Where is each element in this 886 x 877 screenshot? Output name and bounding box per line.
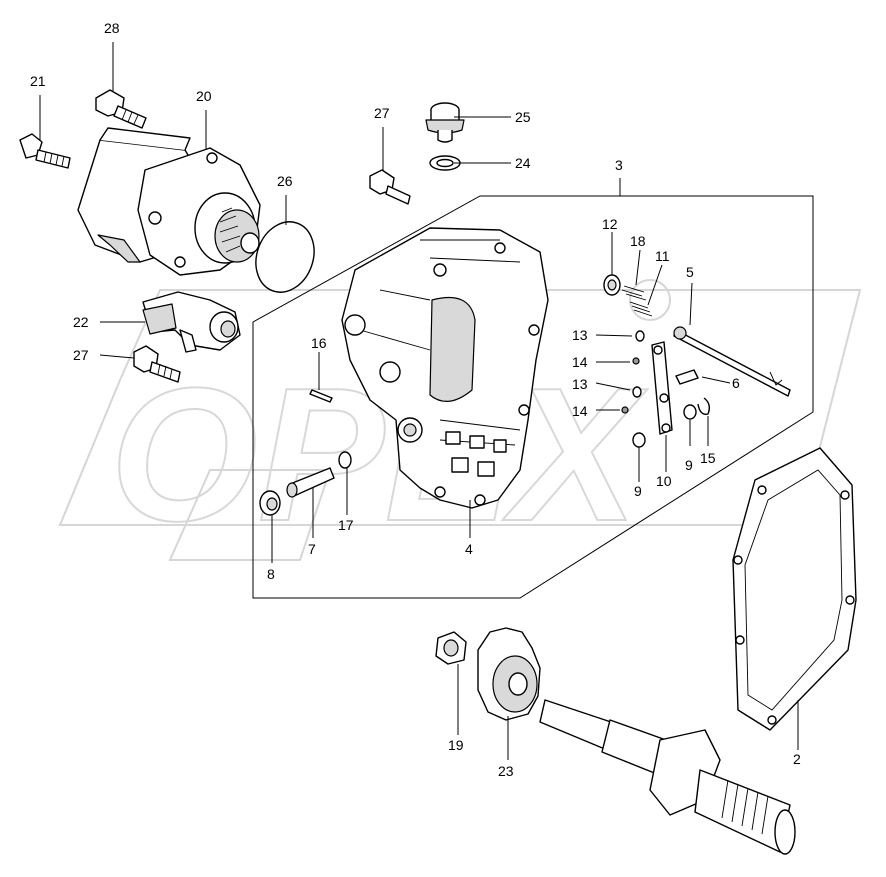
callout-16: 16 [311, 335, 327, 351]
spring-part-11 [629, 301, 653, 317]
pin-part-6 [675, 369, 699, 385]
callout-5: 5 [686, 264, 694, 280]
washer-part-13-lower [632, 386, 642, 398]
oil-seal-part-8 [259, 490, 281, 516]
washer-part-9-right [683, 404, 697, 420]
drain-plug-part-25 [425, 102, 465, 143]
callout-15: 15 [700, 450, 716, 466]
callout-25: 25 [515, 109, 531, 125]
callout-22: 22 [73, 314, 89, 330]
callout-9-left: 9 [634, 483, 642, 499]
flange-bolt-part-27-lower [133, 345, 181, 383]
stud-bolt-part-21 [19, 133, 71, 169]
callout-8: 8 [267, 566, 275, 582]
output-shaft-assembly [539, 699, 796, 855]
callout-4: 4 [465, 541, 473, 557]
o-ring-part-26 [255, 221, 315, 293]
callout-3: 3 [615, 157, 623, 173]
callout-14-upper: 14 [572, 354, 588, 370]
callout-9-right: 9 [685, 457, 693, 473]
callout-7: 7 [308, 541, 316, 557]
callout-27-lower: 27 [73, 347, 89, 363]
rod-part-5 [673, 326, 791, 397]
callout-19: 19 [448, 737, 464, 753]
callout-27-upper: 27 [374, 105, 390, 121]
callout-10: 10 [656, 473, 672, 489]
gear-part-23 [477, 627, 541, 721]
actuator-motor-part-20 [77, 127, 261, 276]
callout-26: 26 [277, 173, 293, 189]
callout-14-lower: 14 [572, 403, 588, 419]
shift-lever-part-10 [651, 341, 673, 435]
shaft-part-7 [286, 467, 335, 498]
clip-part-14-lower [621, 406, 629, 414]
flange-bolt-part-27-upper [369, 169, 411, 205]
pin-part-16 [309, 389, 333, 403]
sensor-part-22 [142, 291, 241, 353]
washer-part-13-upper [635, 330, 645, 342]
callout-2: 2 [793, 751, 801, 767]
shift-housing-part-4 [341, 227, 549, 509]
callout-13-upper: 13 [572, 327, 588, 343]
callout-21: 21 [30, 73, 46, 89]
o-ring-part-17 [338, 451, 352, 469]
callout-18: 18 [630, 233, 646, 249]
callout-13-lower: 13 [572, 376, 588, 392]
leader-lines [39, 42, 799, 760]
callout-23: 23 [498, 763, 514, 779]
callout-6: 6 [732, 375, 740, 391]
washer-part-9-left [632, 432, 646, 448]
callout-24: 24 [515, 155, 531, 171]
callout-20: 20 [196, 88, 212, 104]
assembly-frame-3 [252, 195, 814, 599]
nut-part-19 [435, 631, 467, 665]
e-clip-part-15 [697, 397, 711, 415]
callout-28: 28 [104, 20, 120, 36]
callout-12: 12 [602, 216, 618, 232]
callout-17: 17 [338, 517, 354, 533]
callout-labels: 21 28 20 26 27 25 24 3 12 18 11 5 13 14 … [30, 20, 801, 779]
flange-bolt-part-28 [95, 89, 147, 129]
collar-part-12 [603, 274, 621, 296]
clip-part-14-upper [632, 357, 640, 365]
gasket-part-2 [732, 447, 857, 731]
callout-11: 11 [655, 248, 670, 264]
spring-part-18 [621, 285, 647, 301]
